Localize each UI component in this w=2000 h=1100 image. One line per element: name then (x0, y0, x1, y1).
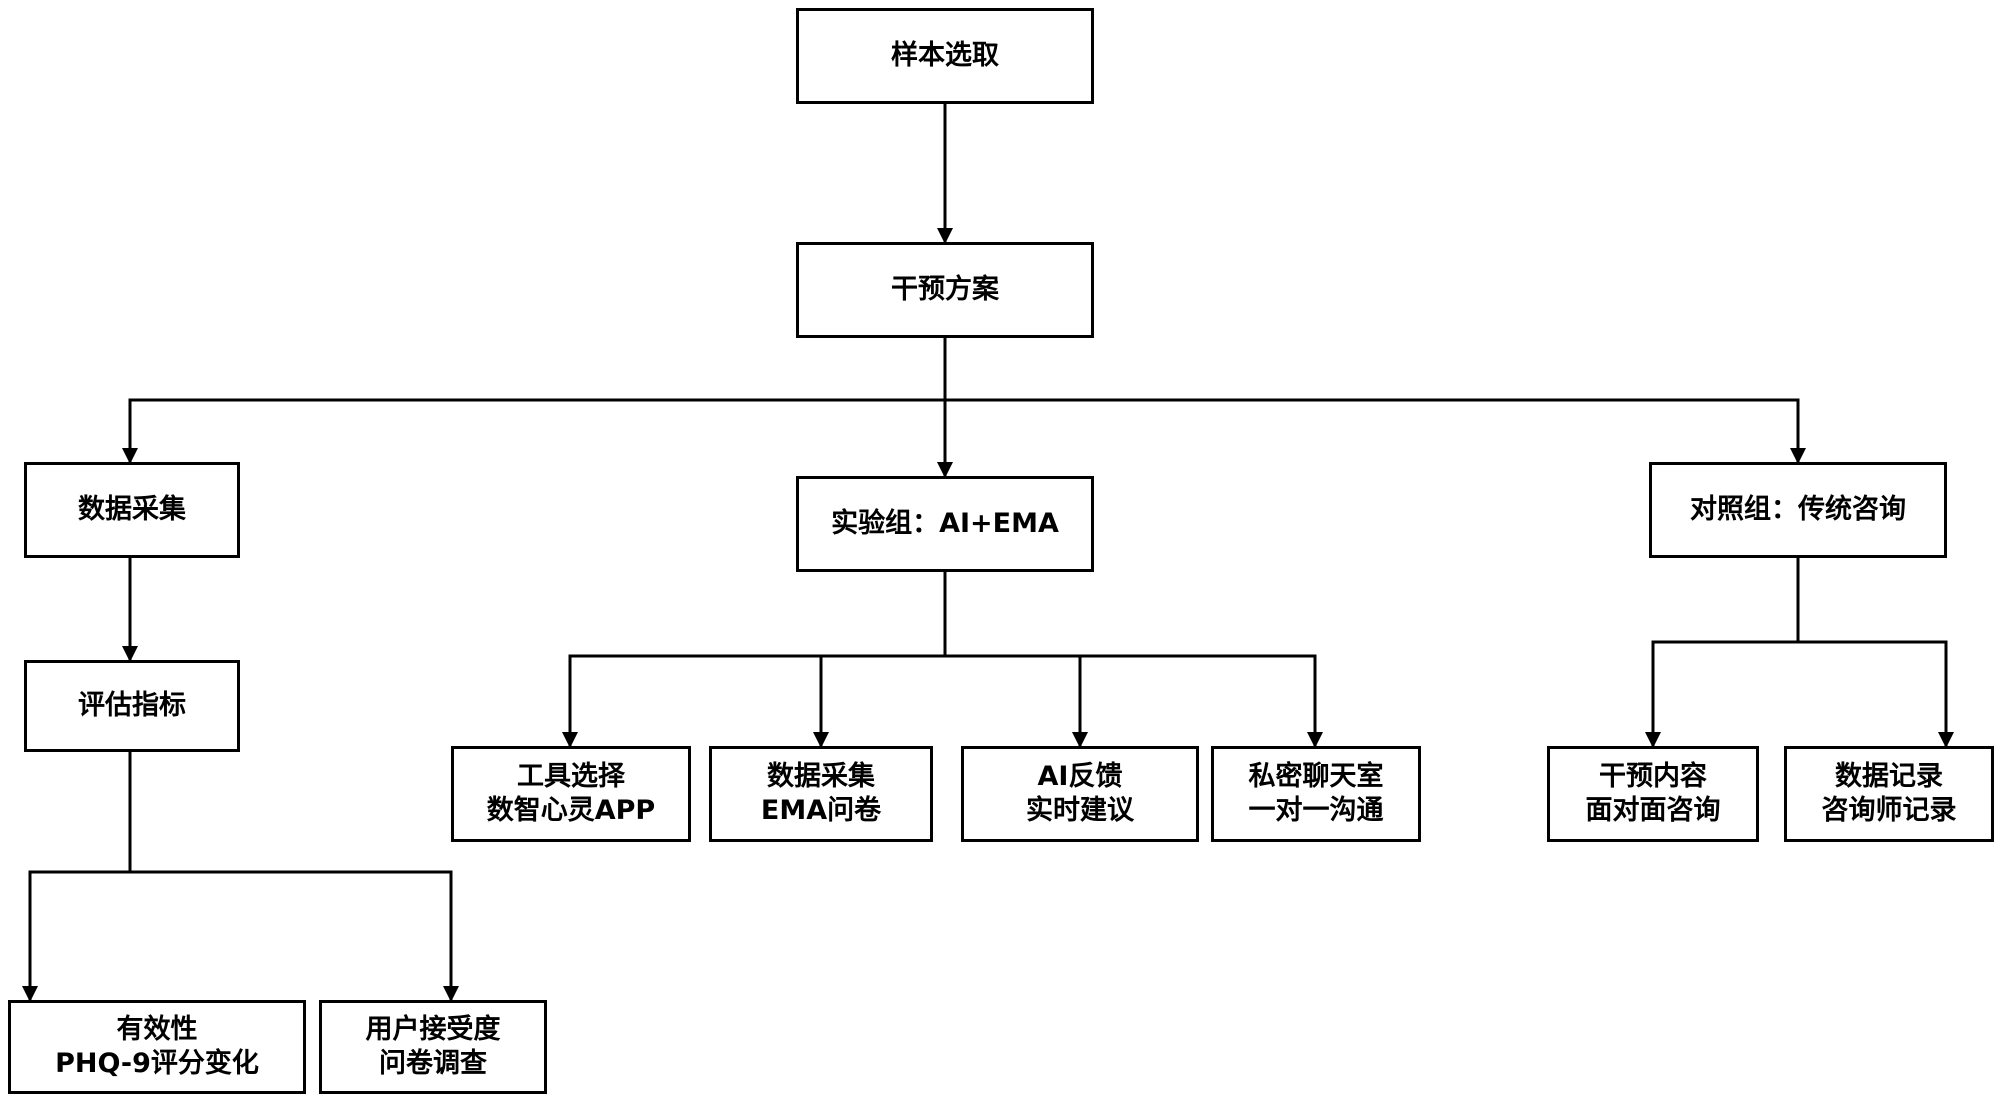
arrowhead-record (1938, 732, 1954, 748)
arrowhead-collect (122, 448, 138, 464)
node-intervention-content: 干预内容 面对面咨询 (1547, 746, 1759, 842)
node-control-group: 对照组：传统咨询 (1649, 462, 1947, 558)
node-label: 样本选取 (891, 40, 999, 72)
node-label-1: 用户接受度 (365, 1014, 501, 1046)
node-data-record: 数据记录 咨询师记录 (1784, 746, 1994, 842)
arrowhead-content (1645, 732, 1661, 748)
node-label: 对照组：传统咨询 (1690, 494, 1906, 526)
node-label-1: 有效性 (116, 1014, 198, 1046)
node-label-2: 咨询师记录 (1821, 795, 1957, 826)
node-label: 实验组：AI+EMA (831, 508, 1059, 540)
node-label-1: 私密聊天室 (1248, 761, 1384, 793)
arrowhead-efficacy (22, 986, 38, 1002)
node-label-2: 问卷调查 (379, 1048, 487, 1079)
node-private-chat: 私密聊天室 一对一沟通 (1211, 746, 1421, 842)
node-ema-collection: 数据采集 EMA问卷 (709, 746, 933, 842)
arrowhead-experiment (937, 462, 953, 478)
node-label: 数据采集 (78, 494, 186, 526)
node-label-2: PHQ-9评分变化 (55, 1048, 259, 1079)
node-label: 干预方案 (891, 274, 999, 306)
node-tool-selection: 工具选择 数智心灵APP (451, 746, 691, 842)
arrowhead-plan (937, 228, 953, 244)
node-label-2: 面对面咨询 (1585, 795, 1721, 826)
node-efficacy: 有效性 PHQ-9评分变化 (8, 1000, 306, 1094)
arrowhead-acceptance (443, 986, 459, 1002)
arrowhead-ai (1072, 732, 1088, 748)
arrowhead-chat (1307, 732, 1323, 748)
node-label-1: 干预内容 (1599, 761, 1707, 793)
node-intervention-plan: 干预方案 (796, 242, 1094, 338)
node-label-2: 实时建议 (1026, 795, 1134, 826)
node-sample-selection: 样本选取 (796, 8, 1094, 104)
arrowhead-control (1790, 448, 1806, 464)
node-label: 评估指标 (78, 690, 186, 722)
node-user-acceptance: 用户接受度 问卷调查 (319, 1000, 547, 1094)
node-label-2: EMA问卷 (760, 795, 882, 826)
node-label-1: 工具选择 (517, 761, 625, 793)
node-data-collection: 数据采集 (24, 462, 240, 558)
node-evaluation-metrics: 评估指标 (24, 660, 240, 752)
node-label-2: 数智心灵APP (486, 795, 656, 826)
arrowhead-ema (813, 732, 829, 748)
arrowhead-metrics (122, 646, 138, 662)
node-label-1: 数据采集 (767, 761, 875, 793)
node-label-1: AI反馈 (1037, 761, 1123, 793)
arrowhead-tool (562, 732, 578, 748)
arrowheads (22, 228, 1954, 1002)
node-experiment-group: 实验组：AI+EMA (796, 476, 1094, 572)
node-label-1: 数据记录 (1835, 761, 1943, 793)
node-ai-feedback: AI反馈 实时建议 (961, 746, 1199, 842)
node-label-2: 一对一沟通 (1248, 795, 1384, 826)
